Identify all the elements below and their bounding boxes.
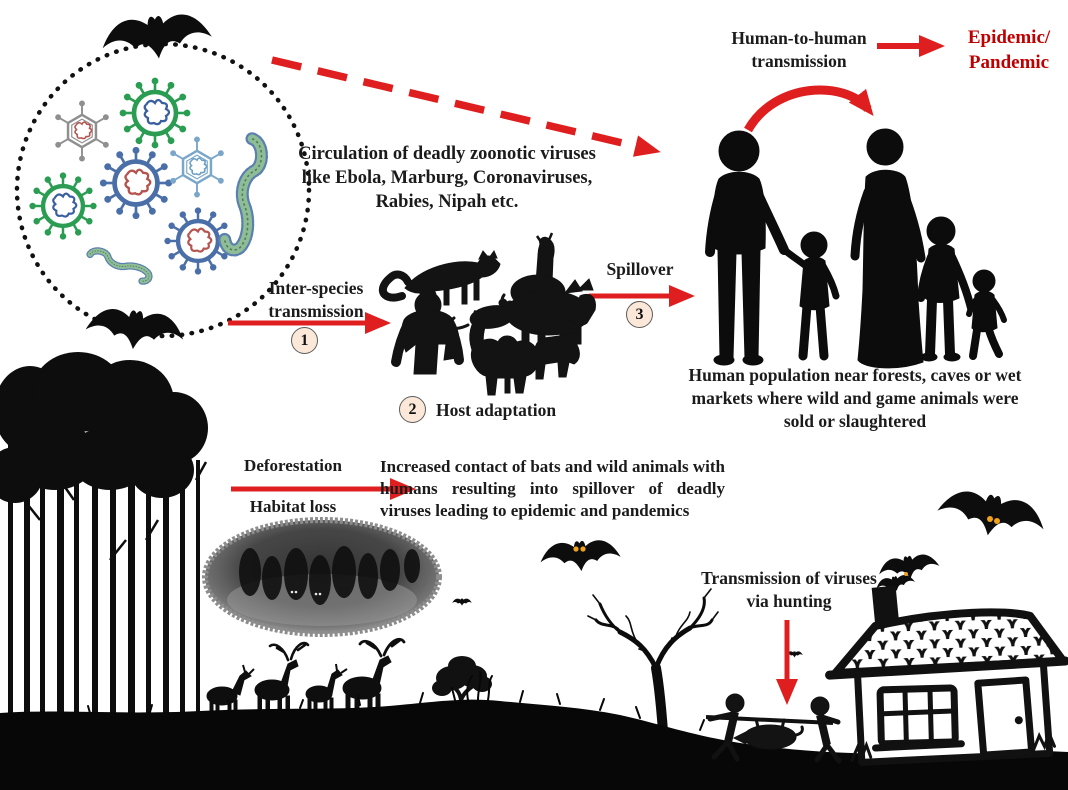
coronavirus-icon: [120, 78, 191, 149]
door: [974, 676, 1036, 759]
door-knob: [1014, 716, 1023, 725]
hexagonal-virus-icon: [168, 135, 226, 199]
habitat-loss-label: Habitat loss: [249, 497, 337, 516]
circulation-caption: Circulation of deadly zoonotic viruses l…: [298, 144, 596, 213]
hunter-silhouette: [707, 693, 745, 762]
coronavirus-icon: [100, 147, 172, 219]
hexagonal-virus-icon: [53, 99, 111, 163]
bat-icon: [99, 10, 214, 65]
civet-silhouette: [378, 249, 501, 306]
step-badge-2: 2: [399, 396, 426, 423]
spillover-label: Spillover: [606, 259, 674, 279]
girl-silhouette: [783, 231, 840, 361]
woman-silhouette: [850, 128, 926, 369]
deforestation-label: Deforestation: [244, 456, 342, 475]
family-silhouette: [705, 128, 1007, 369]
hunters-carrying-animal: [705, 693, 842, 764]
gorilla-silhouette: [391, 288, 464, 375]
bat-icon: [539, 538, 622, 574]
epidemic-line: Epidemic/: [967, 27, 1051, 48]
filovirus-icon: [87, 249, 152, 283]
filovirus-icon: [224, 138, 262, 252]
wild-animals-silhouettes: [378, 232, 596, 396]
boy-silhouette: [917, 216, 975, 362]
dashed-arrow: [271, 56, 661, 157]
goat-silhouette: [533, 312, 585, 380]
toddler-silhouette: [966, 269, 1007, 360]
human-to-human-label: Human-to-human transmission: [731, 28, 867, 71]
grass-tuft: [850, 729, 1057, 763]
bat-icon: [452, 598, 472, 606]
interspecies-label: Inter-species transmission: [268, 278, 364, 321]
hunting-label: Transmission of viruses via hunting: [701, 568, 877, 611]
increased-contact-caption: Increased contact of bats and wild anima…: [380, 457, 725, 521]
forest-silhouette: [0, 352, 208, 735]
step-badge-1: 1: [291, 327, 318, 354]
man-silhouette: [705, 130, 789, 366]
bat-icon: [934, 486, 1048, 545]
human-to-human-arrow: [744, 85, 874, 133]
epidemic-pandemic-label: Epidemic/ Pandemic: [950, 26, 1068, 75]
house-illustration: [825, 585, 1068, 766]
cave-with-bats: [202, 517, 442, 637]
arrow-icon: [228, 35, 945, 705]
carried-animal: [743, 724, 797, 750]
hunter-silhouette: [810, 696, 842, 764]
pandemic-line: Pandemic: [968, 51, 1050, 73]
step-badge-3: 3: [626, 301, 653, 328]
camel-silhouette: [469, 309, 539, 396]
host-adaptation-label: Host adaptation: [436, 400, 557, 420]
human-population-caption: Human population near forests, caves or …: [688, 365, 1022, 431]
bat-eyes: [573, 516, 1000, 576]
roof: [831, 608, 1068, 677]
bat-icon: [84, 305, 186, 355]
coronavirus-icon: [29, 172, 96, 239]
